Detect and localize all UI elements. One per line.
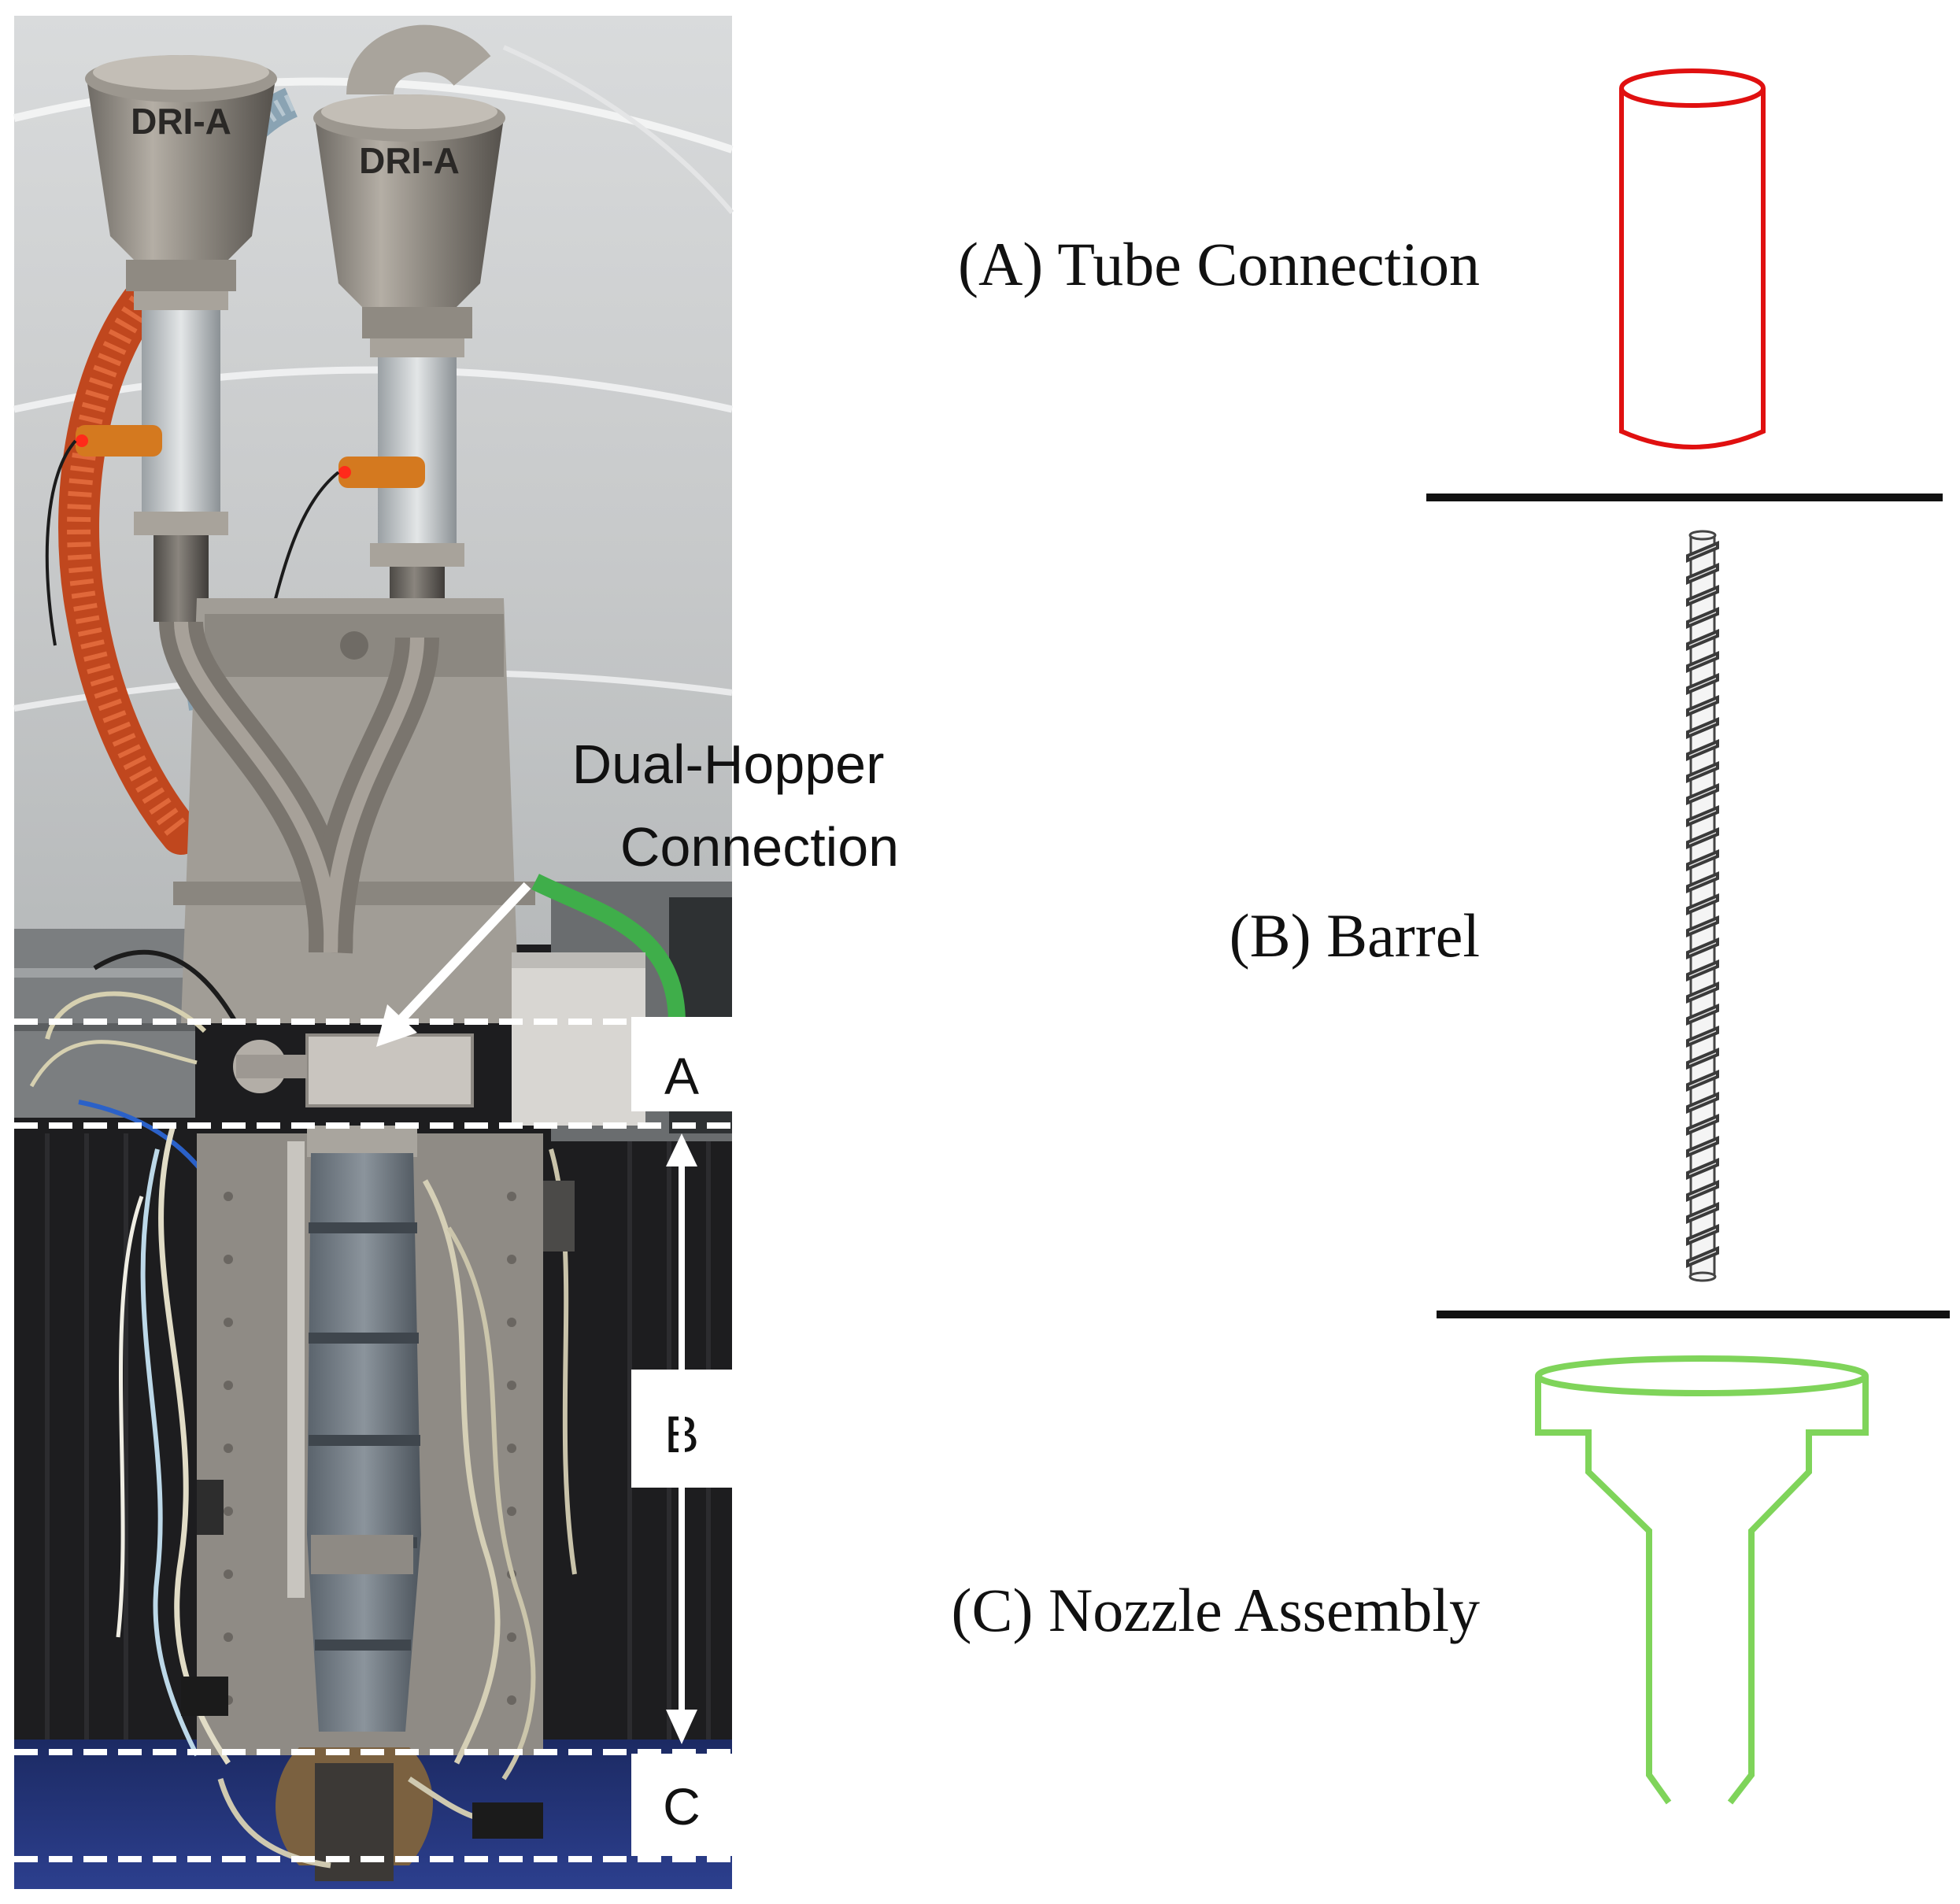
screw-flight	[1686, 540, 1719, 564]
section-a-box	[631, 1017, 732, 1111]
hopper-brand-right: DRI-A	[359, 140, 460, 181]
section-c-box	[631, 1754, 732, 1856]
screw-flight	[1686, 826, 1719, 850]
screw-flight	[1686, 716, 1719, 740]
screw-flight	[1686, 871, 1719, 894]
section-a-label: A	[664, 1047, 699, 1105]
screw-flight	[1686, 760, 1719, 784]
screw-flight	[1686, 650, 1719, 674]
section-c-label: C	[663, 1777, 701, 1836]
extruder-photo: DRI-A DRI-A	[13, 16, 899, 1889]
tube-connection-label: (A) Tube Connection	[958, 230, 1480, 298]
screw-flight	[1686, 694, 1719, 718]
screw-flight	[1686, 804, 1719, 828]
screw-flight	[1686, 937, 1719, 960]
screw-flight	[1686, 893, 1719, 916]
tube-connection-drawing	[1619, 68, 1766, 449]
screw-flight	[1686, 584, 1719, 608]
barrel-label: (B) Barrel	[1230, 901, 1480, 970]
screw-flight	[1686, 562, 1719, 586]
screw-flight	[1686, 1091, 1719, 1115]
callout-arrow	[376, 882, 531, 1047]
nozzle-assembly-drawing	[1535, 1355, 1869, 1805]
barrel-screw-drawing	[1686, 530, 1719, 1282]
level-sensor-right	[338, 457, 425, 488]
screw-flight	[1686, 1245, 1719, 1269]
screw-flight	[1686, 959, 1719, 982]
callout-label-line2: Connection	[620, 816, 899, 878]
screw-flight	[1686, 782, 1719, 806]
screw-flight	[1686, 1025, 1719, 1048]
screw-flight	[1686, 738, 1719, 762]
screw-flight	[1686, 628, 1719, 652]
screw-flight	[1686, 1201, 1719, 1225]
screw-flight	[1686, 1135, 1719, 1159]
screw-flight	[1686, 981, 1719, 1004]
screw-flight	[1686, 915, 1719, 938]
level-sensor-left	[76, 425, 162, 457]
section-b-span-arrow	[666, 1133, 697, 1744]
screw-flight	[1686, 1179, 1719, 1203]
screw-flight	[1686, 672, 1719, 696]
hopper-brand-left: DRI-A	[131, 101, 231, 142]
screw-flight	[1686, 1157, 1719, 1181]
screw-flight	[1686, 1113, 1719, 1137]
screw-flight	[1686, 606, 1719, 630]
callout-label-line1: Dual-Hopper	[572, 734, 885, 795]
screw-flight	[1686, 848, 1719, 872]
screw-flight	[1686, 1047, 1719, 1070]
screw-flight	[1686, 1069, 1719, 1092]
screw-flight	[1686, 1003, 1719, 1026]
nozzle-assembly-label: (C) Nozzle Assembly	[951, 1576, 1480, 1644]
dual-hopper-connector	[305, 1033, 474, 1107]
screw-flight	[1686, 1223, 1719, 1247]
